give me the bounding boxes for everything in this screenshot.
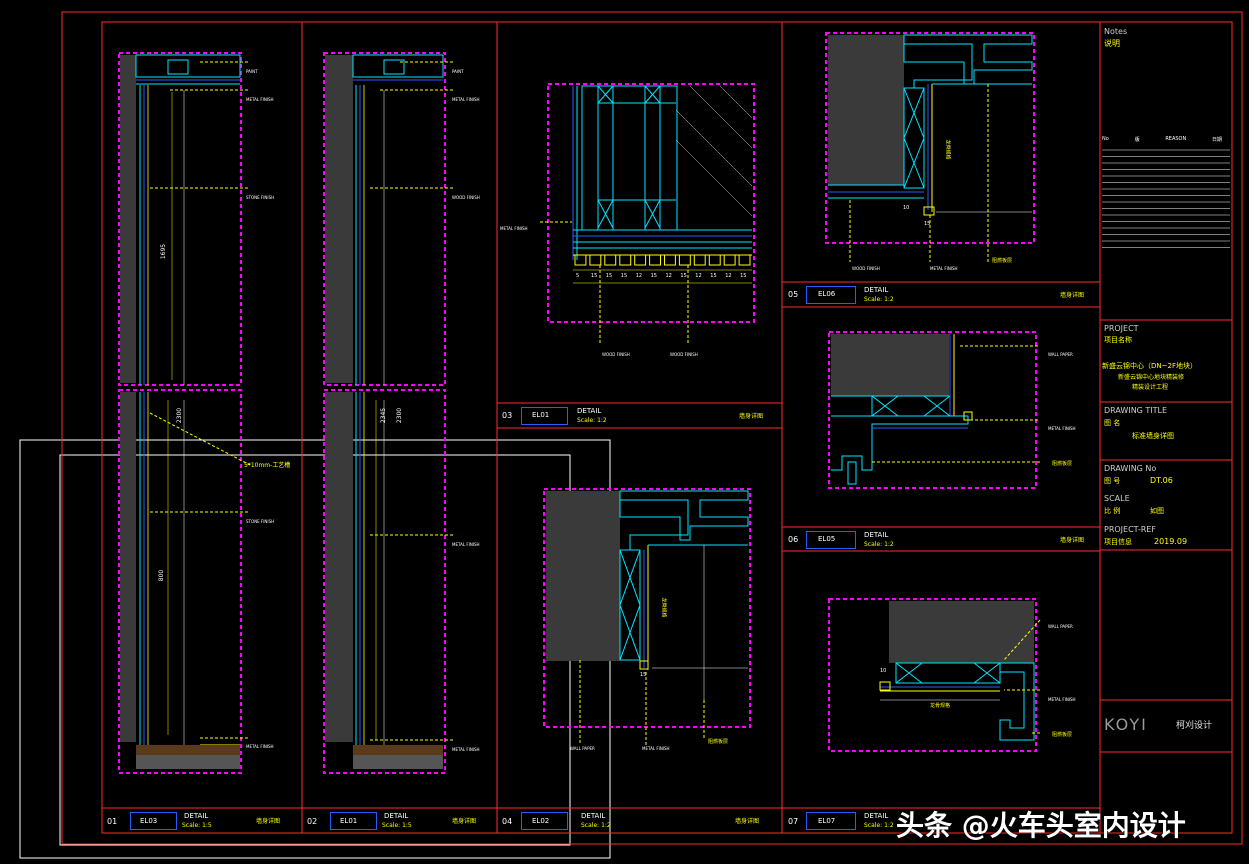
- detail-01-drawing[interactable]: [118, 52, 251, 774]
- sheet-border: [61, 11, 1243, 845]
- grille-slat: [604, 254, 617, 266]
- detail-03-drawing[interactable]: [540, 83, 755, 344]
- grille-slat: [619, 254, 632, 266]
- detail-07-drawing[interactable]: [828, 598, 1041, 752]
- detail-04-drawing[interactable]: [543, 488, 751, 745]
- grille-slat: [678, 254, 691, 266]
- grille-slat: [664, 254, 676, 266]
- detail-05-drawing[interactable]: [825, 32, 1035, 262]
- grille-slat: [708, 254, 721, 266]
- grille-slat: [738, 254, 751, 266]
- grille-slat: [574, 254, 587, 266]
- grille-slat: [589, 254, 602, 266]
- title-block: [1100, 149, 1232, 753]
- detail-02-drawing[interactable]: [323, 52, 455, 774]
- detail-title-strips: [101, 281, 1101, 834]
- grille-slat: [634, 254, 647, 266]
- grille-slat: [649, 254, 661, 266]
- grille-slat: [693, 254, 706, 266]
- grille-slat: [723, 254, 736, 266]
- detail-06-drawing[interactable]: [828, 331, 1040, 489]
